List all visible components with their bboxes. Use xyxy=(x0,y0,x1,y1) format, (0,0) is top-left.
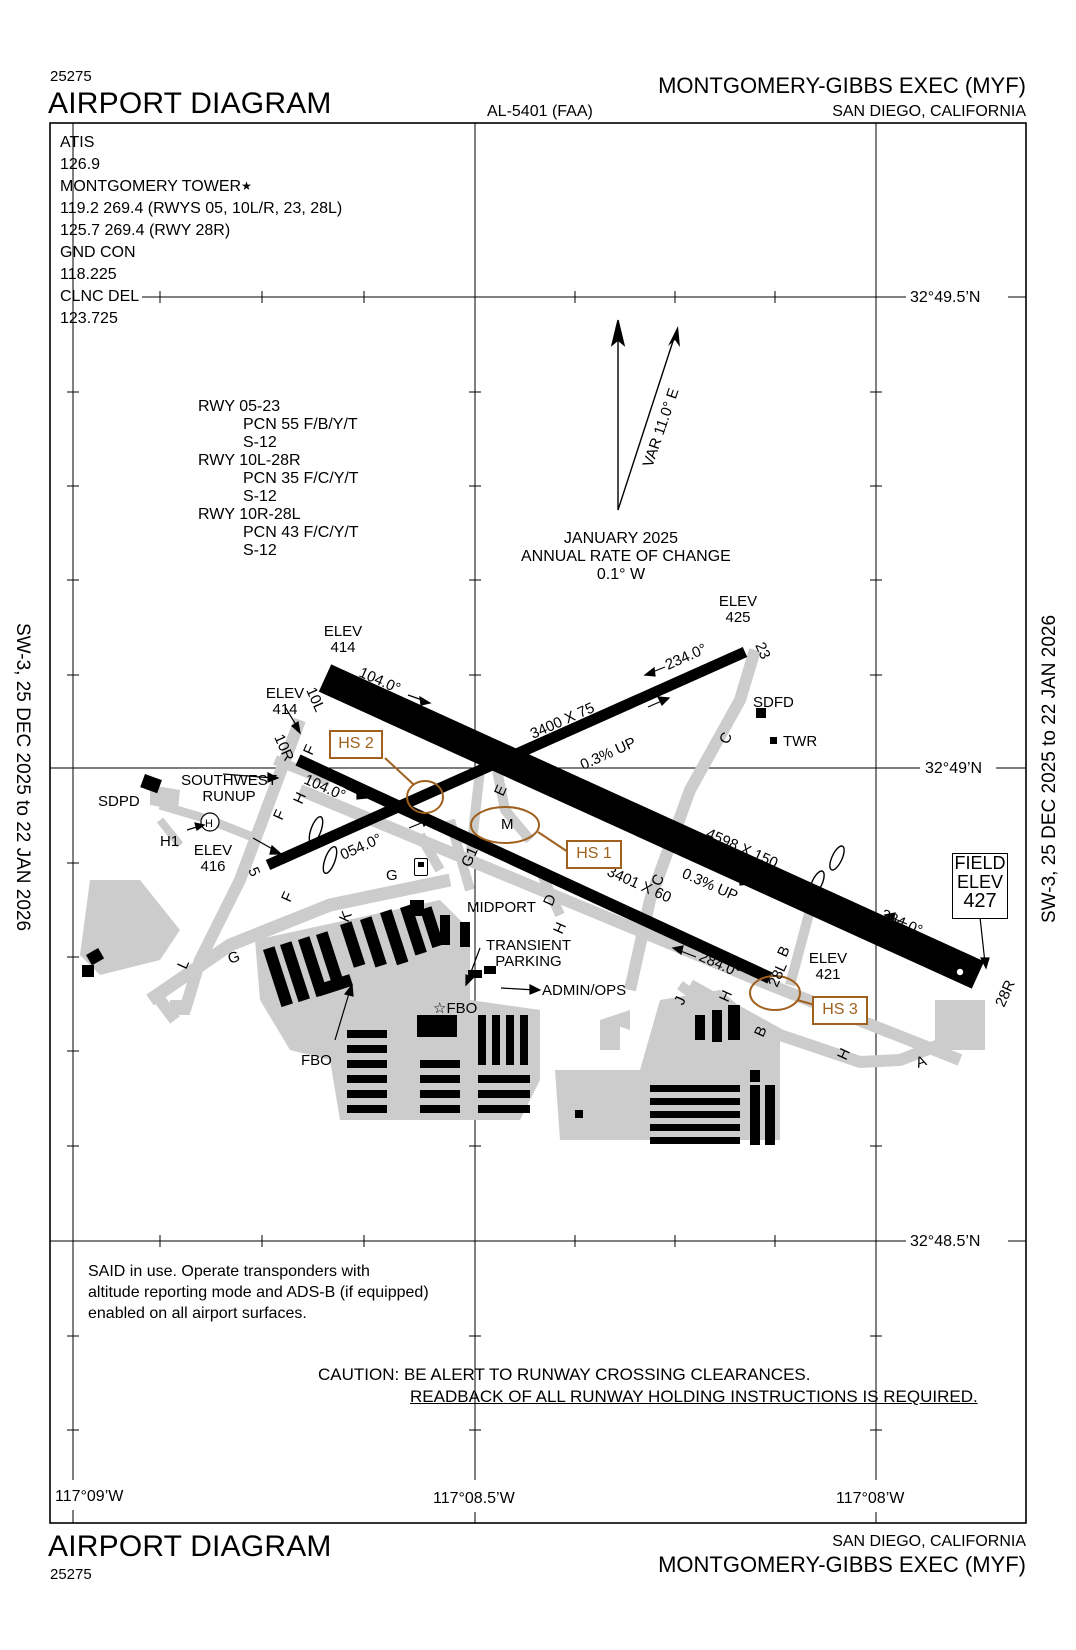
caution-line-2: READBACK OF ALL RUNWAY HOLDING INSTRUCTI… xyxy=(410,1387,978,1406)
label-midport: MIDPORT xyxy=(467,899,536,916)
said-note: SAID in use. Operate transponders with a… xyxy=(88,1263,429,1322)
fbo-star-icon: ☆ xyxy=(433,1000,447,1017)
field-elev-value: 427 xyxy=(963,890,997,912)
label-admin-ops: ADMIN/OPS xyxy=(542,982,627,999)
variation-rate: 0.1° W xyxy=(596,566,646,583)
footer-airport-name: MONTGOMERY-GIBBS EXEC (MYF) xyxy=(658,1552,1026,1577)
freq-gnd-label: GND CON xyxy=(60,244,136,261)
freq-clnc-label: CLNC DEL xyxy=(60,288,140,305)
hot-spot-outlines xyxy=(384,757,816,1011)
taxiway-labels: F F F H H H H E M G G1 G D C C K L J B B… xyxy=(174,730,929,1072)
label-var: VAR 11.0° E xyxy=(640,386,683,469)
label-h1: H1 xyxy=(160,833,180,850)
fuel-icon xyxy=(414,858,428,876)
pcn-10r-28l: PCN 43 F/C/Y/T xyxy=(243,524,359,541)
field-elevation-box: FIELD ELEV 427 xyxy=(952,853,1008,919)
helipad-h: H xyxy=(205,818,213,830)
twy-label-h2: H xyxy=(550,920,570,937)
grid-ticks xyxy=(67,291,882,1431)
lat-mid: 32°49’N xyxy=(925,760,983,777)
helipad-circle xyxy=(200,812,220,832)
runway-10r-28l xyxy=(295,754,773,984)
freq-tower-1: 119.2 269.4 (RWYS 05, 10L/R, 23, 28L) xyxy=(60,200,343,217)
caution-line-1: CAUTION: BE ALERT TO RUNWAY CROSSING CLE… xyxy=(318,1365,811,1384)
twy-label-l: L xyxy=(174,957,193,972)
rwy-05-23: RWY 05-23 xyxy=(198,398,281,415)
runway-05-23 xyxy=(265,646,748,871)
twy-label-g: G xyxy=(386,867,398,884)
rwy-10l-28r: RWY 10L-28R xyxy=(198,452,301,469)
freq-clnc: 123.725 xyxy=(60,310,118,327)
freq-gnd: 118.225 xyxy=(60,266,117,283)
footer-title: AIRPORT DIAGRAM xyxy=(48,1530,332,1563)
heading-arrows xyxy=(186,666,990,1041)
label-rwy-23: 23 xyxy=(751,640,773,662)
variation-rate-label: ANNUAL RATE OF CHANGE xyxy=(521,548,731,565)
runways xyxy=(265,646,985,989)
lat-bottom: 32°48.5’N xyxy=(910,1233,981,1250)
twy-label-f2: F xyxy=(270,807,289,822)
twy-label-m: M xyxy=(501,816,514,833)
twy-label-g2: G xyxy=(226,948,243,968)
wind-indicators xyxy=(308,816,845,896)
map-frame xyxy=(49,122,1027,1524)
north-arrow xyxy=(610,319,680,511)
footer-chart-number: 25275 xyxy=(50,1566,92,1583)
lon-mid: 117°08.5’W xyxy=(433,1490,515,1507)
label-rwy-28l: 28L xyxy=(765,960,791,990)
field-elev-label1: FIELD xyxy=(954,853,1006,873)
freq-tower-label: MONTGOMERY TOWER★ xyxy=(60,178,252,195)
lon-left: 117°09’W xyxy=(55,1488,124,1505)
field-elev-label2: ELEV xyxy=(956,872,1004,892)
footer-city: SAN DIEGO, CALIFORNIA xyxy=(832,1533,1026,1550)
label-fbo-1: ☆FBO xyxy=(433,1000,478,1017)
label-sdfd: SDFD xyxy=(753,694,794,711)
s-05-23: S-12 xyxy=(243,434,277,451)
label-sdpd: SDPD xyxy=(98,793,140,810)
star-icon: ★ xyxy=(241,179,252,193)
label-fbo-2: FBO xyxy=(301,1052,332,1069)
twy-label-f3: F xyxy=(278,889,297,904)
hot-spot-hs2: HS 2 xyxy=(329,730,383,759)
label-rwy-28r: 28R xyxy=(992,977,1019,1009)
lat-top: 32°49.5’N xyxy=(910,289,981,306)
taxiway-pavement xyxy=(146,648,968,1068)
chart-number: 25275 xyxy=(50,68,92,85)
hot-spot-hs3: HS 3 xyxy=(812,996,868,1025)
freq-atis-label: ATIS xyxy=(60,134,95,151)
al-number: AL-5401 (FAA) xyxy=(487,103,593,120)
runway-10l-28r xyxy=(318,664,985,989)
variation-date: JANUARY 2025 xyxy=(563,530,679,547)
hot-spot-hs1: HS 1 xyxy=(566,840,622,869)
rwy-10r-28l: RWY 10R-28L xyxy=(198,506,301,523)
s-10r-28l: S-12 xyxy=(243,542,277,559)
twy-label-g1: G1 xyxy=(458,844,482,869)
pcn-10l-28r: PCN 35 F/C/Y/T xyxy=(243,470,359,487)
freq-atis: 126.9 xyxy=(60,156,101,173)
s-10l-28r: S-12 xyxy=(243,488,277,505)
city-state: SAN DIEGO, CALIFORNIA xyxy=(832,103,1026,120)
lon-right: 117°08’W xyxy=(836,1490,905,1507)
label-twr: TWR xyxy=(783,733,818,750)
runway-pcn-info: RWY 05-23 PCN 55 F/B/Y/T S-12 RWY 10L-28… xyxy=(198,398,359,560)
twy-label-f1: F xyxy=(300,742,319,757)
airport-name: MONTGOMERY-GIBBS EXEC (MYF) xyxy=(658,73,1026,98)
variation-block: JANUARY 2025 ANNUAL RATE OF CHANGE 0.1° … xyxy=(521,530,731,584)
chart-title: AIRPORT DIAGRAM xyxy=(48,87,332,120)
pcn-05-23: PCN 55 F/B/Y/T xyxy=(243,416,358,433)
twy-label-b1: B xyxy=(774,944,794,960)
buildings xyxy=(82,708,777,1145)
freq-tower-2: 125.7 269.4 (RWY 28R) xyxy=(60,222,231,239)
